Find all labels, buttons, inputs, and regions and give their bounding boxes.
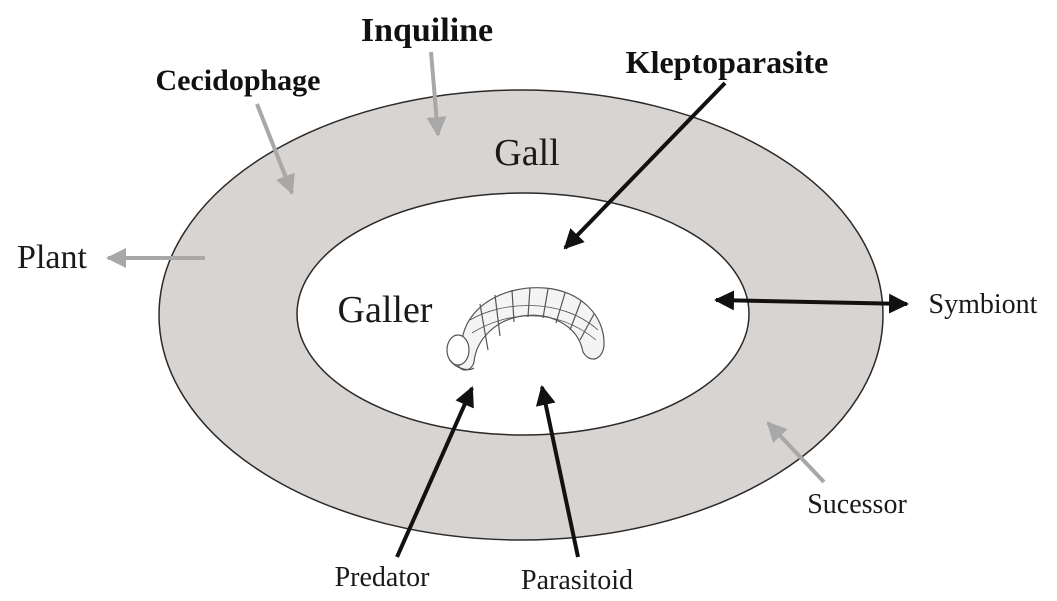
gall-label: Gall bbox=[494, 132, 559, 174]
predator-label: Predator bbox=[335, 562, 431, 593]
cecidophage-label: Cecidophage bbox=[156, 64, 321, 97]
sucessor-label: Sucessor bbox=[807, 489, 907, 520]
plant-label: Plant bbox=[17, 239, 87, 276]
symbiont-label: Symbiont bbox=[929, 289, 1038, 320]
galler-label: Galler bbox=[338, 289, 433, 331]
parasitoid-label: Parasitoid bbox=[521, 565, 633, 596]
kleptoparasite-label: Kleptoparasite bbox=[626, 44, 829, 80]
inquiline-label: Inquiline bbox=[361, 12, 493, 49]
